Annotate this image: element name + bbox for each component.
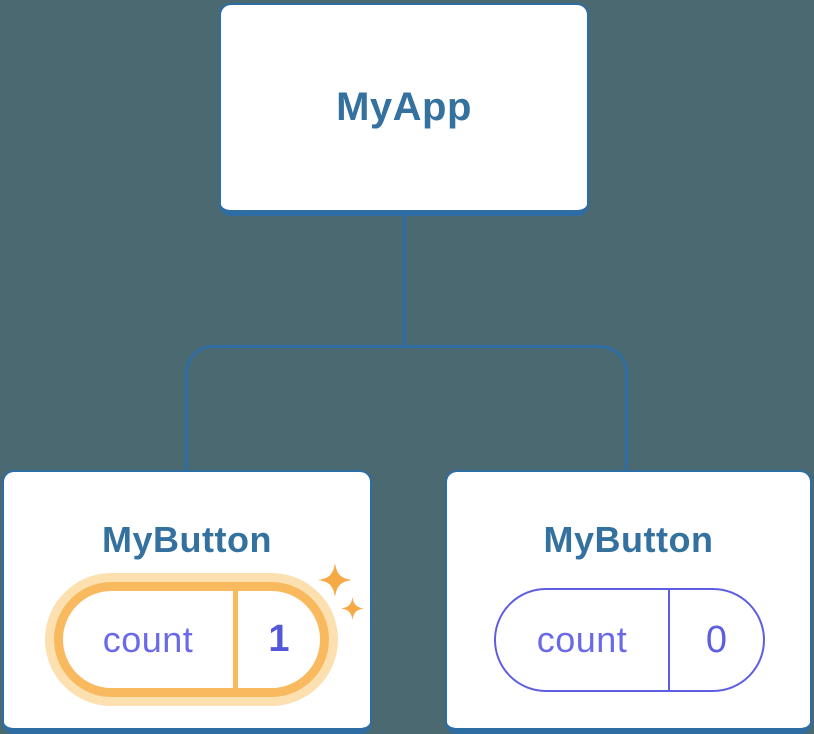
pill-divider	[233, 591, 238, 688]
state-key-cell: count	[63, 591, 233, 688]
state-value-label: 1	[268, 618, 290, 660]
component-label-mybutton-2: MyButton	[543, 519, 714, 560]
state-key-cell: count	[496, 590, 668, 690]
state-value-label: 0	[705, 618, 728, 661]
component-label-myapp: MyApp	[336, 85, 472, 129]
state-pill: count 0	[494, 588, 765, 692]
state-key-label: count	[102, 618, 194, 660]
state-pill-highlighted: count 1	[54, 582, 329, 697]
component-node-myapp: MyApp	[219, 3, 589, 216]
pill-divider	[668, 590, 670, 690]
connector-branches	[185, 345, 628, 472]
state-value-cell: 1	[238, 591, 320, 688]
state-key-label: count	[536, 619, 628, 660]
connector-stem	[403, 214, 406, 345]
state-value-cell: 0	[670, 590, 763, 690]
sparkle-icon	[341, 597, 364, 620]
sparkle-icon	[318, 563, 352, 597]
component-node-mybutton-2: MyButton count 0	[445, 470, 812, 734]
component-label-mybutton-1: MyButton	[102, 519, 272, 560]
component-node-mybutton-1: MyButton count 1	[2, 470, 372, 734]
